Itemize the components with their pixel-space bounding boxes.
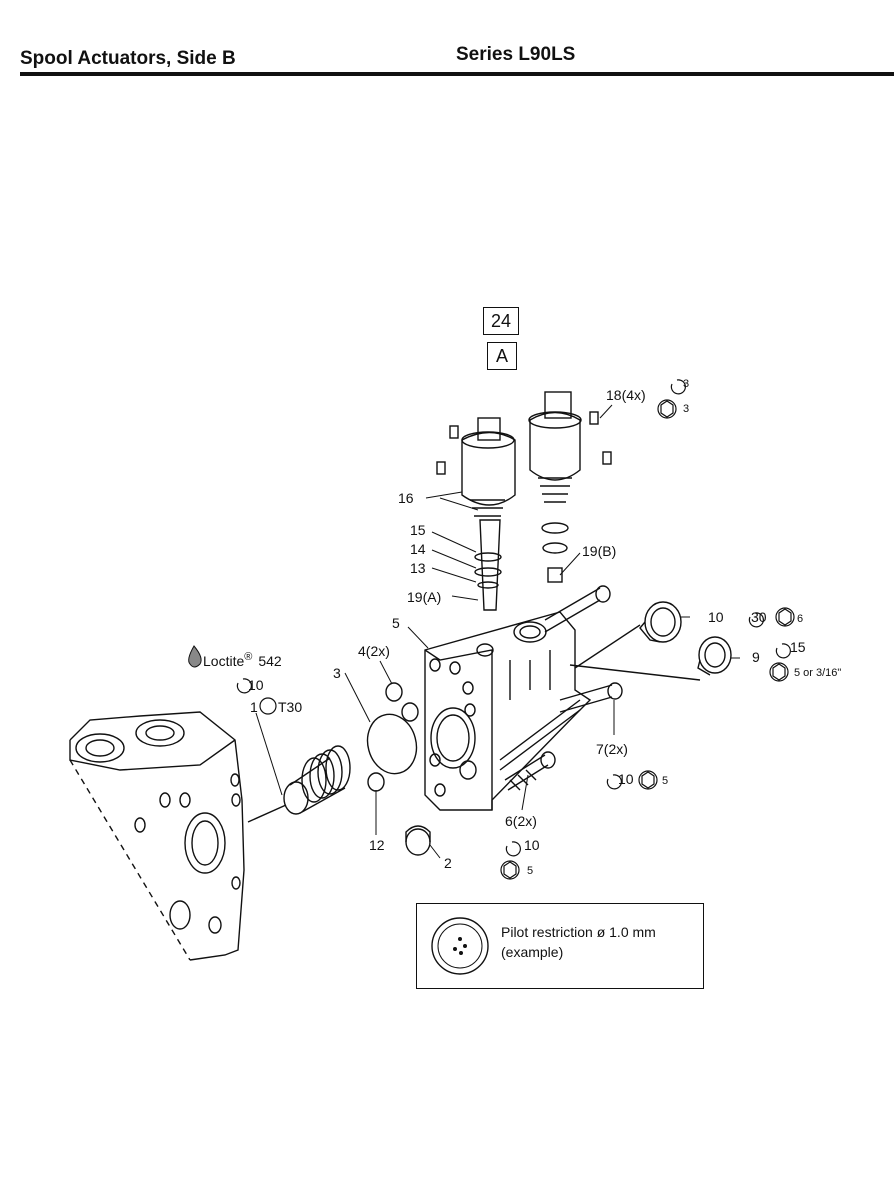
leader-lines	[255, 404, 740, 859]
callout-loctite: Loctite®542	[203, 651, 282, 669]
torque-icon-18	[670, 379, 686, 395]
pilot-restriction-icon	[431, 917, 489, 975]
callout-13: 13	[410, 560, 426, 576]
callout-2: 2	[444, 855, 452, 871]
callout-15: 15	[410, 522, 426, 538]
torque-icon-loctite	[236, 678, 252, 694]
bolt-6	[504, 751, 556, 791]
hex-icon-9	[769, 662, 789, 682]
bolt-7	[544, 585, 623, 713]
callout-9: 9	[752, 649, 760, 665]
o-ring-3	[366, 713, 418, 775]
solenoid-left	[436, 417, 516, 611]
torque-symbols	[236, 379, 795, 880]
loctite-drop-icon	[188, 645, 202, 668]
note-line-1: Pilot restriction ø 1.0 mm	[501, 924, 656, 940]
callout-19b: 19(B)	[582, 543, 616, 559]
callout-9-hex: 5 or 3/16"	[794, 667, 841, 679]
box-label-a: A	[487, 342, 517, 370]
callout-10: 10	[708, 609, 724, 625]
callout-loctite-torque: 10	[248, 677, 264, 693]
o-ring-4b	[401, 702, 419, 722]
pilot-restriction-note: Pilot restriction ø 1.0 mm (example)	[416, 903, 704, 989]
torque-icon-10	[748, 612, 764, 628]
callout-6-hex: 5	[527, 865, 533, 877]
callout-18: 18(4x)	[606, 387, 646, 403]
solenoid-right	[528, 391, 612, 583]
actuator-plate	[424, 611, 592, 811]
callout-7-torque: 10	[618, 771, 634, 787]
o-ring-4a	[385, 682, 403, 702]
valve-housing	[69, 711, 245, 961]
callout-19a: 19(A)	[407, 589, 441, 605]
callout-7-hex: 5	[662, 775, 668, 787]
callout-10-hex: 6	[797, 613, 803, 625]
hex-icon-10	[775, 607, 795, 627]
callout-14: 14	[410, 541, 426, 557]
callout-18-torque: 3	[683, 378, 689, 390]
torque-icon-9	[775, 643, 791, 659]
header-rule	[20, 72, 894, 76]
callout-1-drive: T30	[278, 699, 302, 715]
hex-icon-18	[657, 399, 677, 419]
plug-10	[574, 601, 682, 669]
plug-2	[405, 825, 431, 856]
callout-5: 5	[392, 615, 400, 631]
spring-assembly	[247, 745, 351, 823]
callout-16: 16	[398, 490, 414, 506]
callout-18-hex: 3	[683, 403, 689, 415]
plug-9	[569, 636, 732, 681]
callout-7: 7(2x)	[596, 741, 628, 757]
callout-4: 4(2x)	[358, 643, 390, 659]
torx-icon-1	[259, 697, 277, 715]
hex-icon-7	[638, 770, 658, 790]
callout-1: 1	[250, 699, 258, 715]
callout-9-torque: 15	[790, 639, 806, 655]
box-label-24: 24	[483, 307, 519, 335]
callout-6-torque: 10	[524, 837, 540, 853]
callout-6: 6(2x)	[505, 813, 537, 829]
torque-icon-6	[505, 841, 521, 857]
callout-10-torque: 30	[751, 609, 767, 625]
note-line-2: (example)	[501, 944, 564, 960]
callout-12: 12	[369, 837, 385, 853]
hex-icon-6	[500, 860, 520, 880]
series-title: Series L90LS	[456, 44, 576, 65]
o-ring-12	[367, 772, 385, 792]
page-title: Spool Actuators, Side B	[20, 48, 236, 69]
callout-3: 3	[333, 665, 341, 681]
torque-icon-7	[606, 774, 622, 790]
